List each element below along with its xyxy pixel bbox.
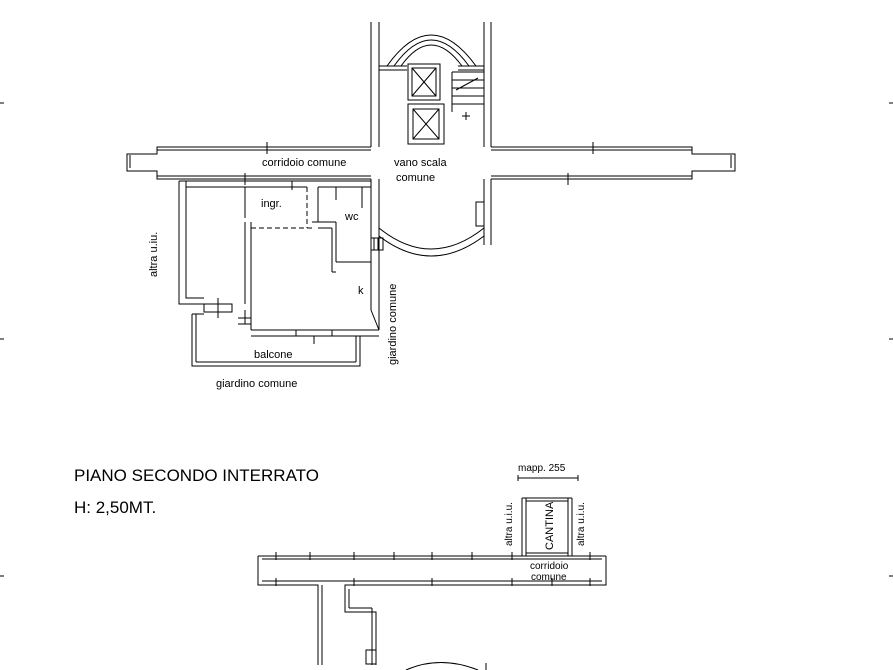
basement-plan bbox=[257, 475, 607, 670]
label-basement-corridor-line1: corridoio bbox=[530, 561, 569, 572]
stair-core bbox=[370, 22, 492, 147]
label-other-unit: altra u.iu. bbox=[148, 232, 160, 277]
label-corridor: corridoio comune bbox=[262, 157, 346, 169]
label-other-unit-left: altra u.i.u. bbox=[504, 502, 515, 546]
corridor-ticks bbox=[275, 552, 591, 586]
label-basement-corridor-line2: comune bbox=[531, 572, 567, 583]
apartment-unit bbox=[178, 180, 384, 344]
label-stair-line1: vano scala bbox=[394, 157, 447, 169]
common-corridor bbox=[126, 142, 736, 185]
balcony-outline bbox=[191, 313, 361, 367]
label-balcony: balcone bbox=[254, 349, 293, 361]
floor-title: PIANO SECONDO INTERRATO bbox=[74, 466, 319, 485]
floor-height: H: 2,50MT. bbox=[74, 498, 157, 517]
landing-bay bbox=[370, 179, 492, 257]
label-cellar: CANTINA bbox=[544, 501, 556, 550]
label-other-unit-right: altra u.i.u. bbox=[576, 502, 587, 546]
label-stair-line2: comune bbox=[396, 172, 435, 184]
label-entrance: ingr. bbox=[261, 198, 282, 210]
label-kitchen: k bbox=[358, 285, 364, 297]
label-mapp: mapp. 255 bbox=[518, 463, 566, 474]
label-garden-bottom: giardino comune bbox=[216, 378, 297, 390]
edge-tick-marks bbox=[0, 102, 893, 577]
label-garden-side: giardino comune bbox=[387, 284, 399, 365]
label-wc: wc bbox=[344, 211, 359, 223]
upper-floor-plan bbox=[126, 22, 736, 367]
